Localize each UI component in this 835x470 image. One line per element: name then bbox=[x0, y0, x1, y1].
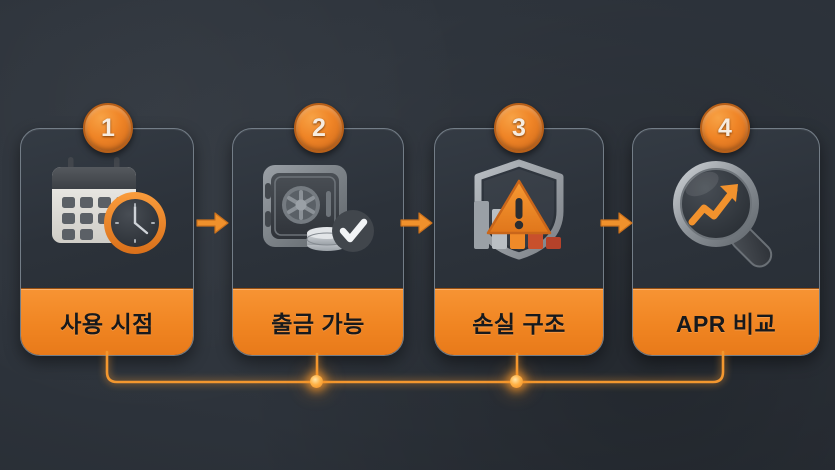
step-badge-4: 4 bbox=[700, 103, 750, 153]
step-card-1[interactable]: 사용 시점 bbox=[20, 128, 194, 356]
safe-coins-check-icon bbox=[263, 165, 374, 252]
step-label-bar-3: 손실 구조 bbox=[435, 288, 603, 355]
step-badge-1: 1 bbox=[83, 103, 133, 153]
connector-bus bbox=[105, 350, 725, 384]
step-badge-2: 2 bbox=[294, 103, 344, 153]
step-number-1: 1 bbox=[101, 113, 115, 142]
connector-node-dot-2 bbox=[510, 375, 523, 388]
step-label-bar-2: 출금 가능 bbox=[233, 288, 403, 355]
step-label-bar-1: 사용 시점 bbox=[21, 288, 193, 355]
arrow-right-icon-3 bbox=[600, 210, 634, 236]
step-label-2: 출금 가능 bbox=[271, 311, 365, 337]
step-number-2: 2 bbox=[312, 113, 326, 142]
step-badge-3: 3 bbox=[494, 103, 544, 153]
step-icon-3 bbox=[435, 129, 603, 289]
step-icon-1 bbox=[21, 129, 193, 289]
step-label-4: APR 비교 bbox=[675, 311, 777, 337]
step-icon-2 bbox=[233, 129, 403, 289]
step-number-3: 3 bbox=[512, 113, 526, 142]
step-icon-4 bbox=[633, 129, 819, 289]
magnifier-trend-up-icon bbox=[673, 161, 773, 268]
step-number-4: 4 bbox=[718, 113, 732, 142]
step-label-1: 사용 시점 bbox=[60, 311, 154, 337]
calendar-clock-icon bbox=[52, 157, 166, 254]
step-label-bar-4: APR 비교 bbox=[633, 288, 819, 355]
arrow-right-icon-2 bbox=[400, 210, 434, 236]
step-card-2[interactable]: 출금 가능 bbox=[232, 128, 404, 356]
step-card-4[interactable]: APR 비교 bbox=[632, 128, 820, 356]
connector-node-dot-1 bbox=[310, 375, 323, 388]
shield-warning-declining-bars-icon bbox=[474, 159, 564, 260]
step-label-3: 손실 구조 bbox=[472, 311, 566, 337]
step-card-3[interactable]: 손실 구조 bbox=[434, 128, 604, 356]
arrow-right-icon-1 bbox=[196, 210, 230, 236]
